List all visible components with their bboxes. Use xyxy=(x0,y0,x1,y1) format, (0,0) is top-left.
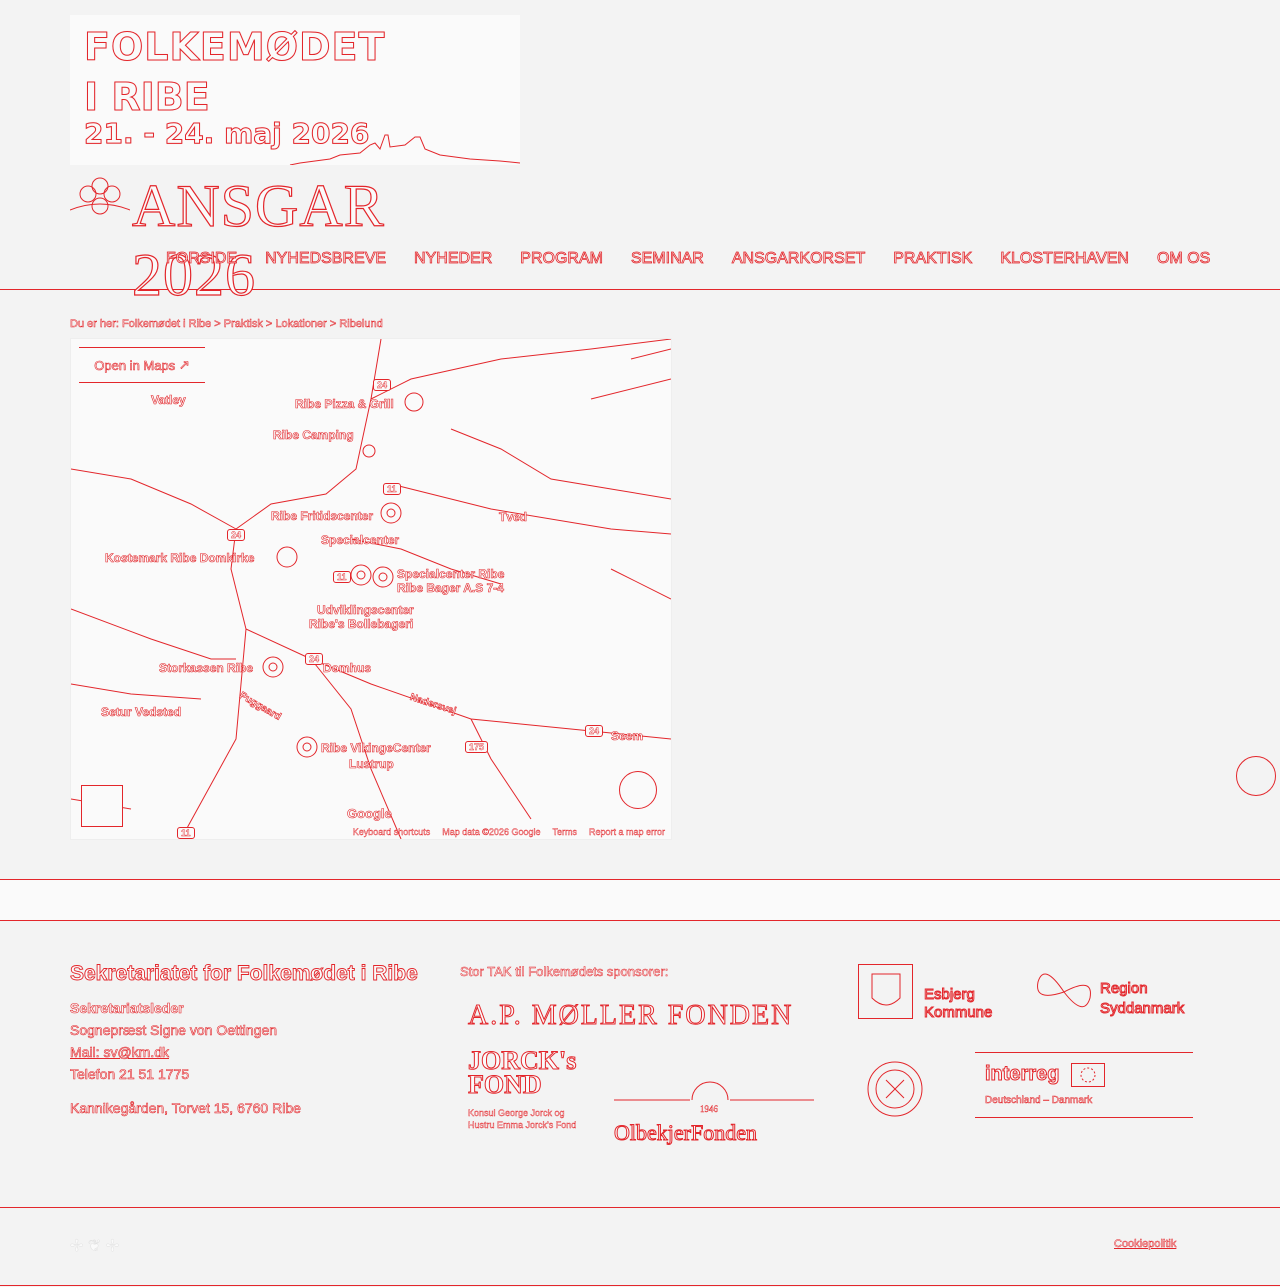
map-label[interactable]: Ribe Pizza & Grill xyxy=(295,397,394,412)
nav-ansgarkorset[interactable]: ANSGARKORSET xyxy=(731,250,866,268)
region-butterfly-icon xyxy=(1037,973,1091,1008)
region-line2: Syddanmark xyxy=(1099,1000,1185,1018)
nav-praktisk[interactable]: PRAKTISK xyxy=(893,250,973,268)
terms-link[interactable]: Terms xyxy=(552,827,577,837)
jorcks-fond-logo-line2[interactable]: FOND xyxy=(468,1070,543,1100)
map-camera-control-button[interactable] xyxy=(619,771,657,809)
map-label[interactable]: Specialcenter Ribe xyxy=(397,567,505,582)
map-pin-icon[interactable] xyxy=(379,501,403,529)
map-label[interactable]: Specialcenter xyxy=(321,533,400,548)
floating-action-button[interactable] xyxy=(1236,756,1276,796)
map-label[interactable]: Domhus xyxy=(323,661,372,676)
map-pin-icon[interactable] xyxy=(349,563,373,591)
route-badge: 11 xyxy=(383,483,401,495)
logo-line-3: 21. - 24. maj 2026 xyxy=(83,117,370,151)
map-pin-icon[interactable] xyxy=(261,655,285,683)
ansgar-cross-icon xyxy=(70,177,130,215)
map-label[interactable]: Storkassen Ribe xyxy=(159,661,254,676)
map-pin-icon[interactable] xyxy=(361,443,377,461)
eu-flag-icon xyxy=(1071,1063,1105,1087)
route-badge: 24 xyxy=(585,725,604,737)
google-logo: Google xyxy=(347,806,392,822)
jorcks-fond-sub2: Hustru Emma Jorck's Fond xyxy=(468,1120,577,1130)
site-footer: Sekretariatet for Folkemødet i Ribe Sekr… xyxy=(0,920,1280,1208)
map-label[interactable]: Seem xyxy=(611,729,644,744)
keyboard-shortcuts-link[interactable]: Keyboard shortcuts xyxy=(352,827,431,837)
interreg-subtitle: Deutschland – Danmark xyxy=(985,1095,1093,1107)
map-data-text: Map data ©2026 Google xyxy=(442,827,541,837)
site-header: FOLKEMØDET I RIBE 21. - 24. maj 2026 ANS… xyxy=(0,0,1280,309)
footer-name: Sognepræst Signe von Oettingen xyxy=(70,1022,278,1039)
map-layer-button[interactable] xyxy=(81,785,123,827)
footer-address: Kannikegården, Torvet 15, 6760 Ribe xyxy=(70,1100,302,1117)
ansgar-title: ANSGAR 2026 xyxy=(131,172,385,308)
logo-line-2: I RIBE xyxy=(84,75,211,120)
map-label[interactable]: Kostemark Ribe Domkirke xyxy=(105,551,255,566)
region-line1: Region xyxy=(1100,980,1149,998)
logo-line-1: FOLKEMØDET xyxy=(83,25,386,70)
section-divider xyxy=(0,879,1280,921)
map-roads xyxy=(71,339,671,839)
interreg-logo[interactable]: interreg Deutschland – Danmark xyxy=(975,1052,1193,1118)
esbjerg-shield-icon xyxy=(858,964,913,1019)
nav-seminar[interactable]: SEMINAR xyxy=(630,250,705,268)
footer-phone: Telefon 21 51 1775 xyxy=(70,1066,190,1083)
route-badge: 24 xyxy=(227,529,246,541)
open-in-maps-button[interactable]: Open in Maps ↗ xyxy=(79,347,205,383)
nav-program[interactable]: PROGRAM xyxy=(520,250,603,268)
footer-title: Sekretariatet for Folkemødet i Ribe xyxy=(70,962,419,986)
route-badge: 11 xyxy=(177,827,195,839)
nav-klosterhaven[interactable]: KLOSTERHAVEN xyxy=(1000,250,1129,268)
jorcks-fond-logo-line1[interactable]: JORCK's xyxy=(467,1046,577,1076)
olbekjer-fonden-logo[interactable]: OlbekjerFonden xyxy=(614,1120,758,1146)
map-pin-icon[interactable] xyxy=(275,545,299,573)
map-label[interactable]: Vatley xyxy=(151,393,186,408)
footer-role: Sekretariatsleder xyxy=(70,1000,184,1017)
map-label[interactable]: Ribe VikingeCenter xyxy=(321,741,431,756)
map-label[interactable]: Ribe Bager A.S 7-4 xyxy=(397,581,505,596)
main-nav: FORSIDE NYHEDSBREVE NYHEDER PROGRAM SEMI… xyxy=(166,250,1211,268)
interreg-wordmark: interreg xyxy=(984,1063,1060,1086)
sponsor-thanks: Stor TAK til Folkemødets sponsorer: xyxy=(460,964,669,980)
route-badge: 11 xyxy=(333,571,351,583)
bottom-bar: ✢ ❦ ✢ Cookiepolitik xyxy=(0,1208,1280,1286)
nav-nyhedsbreve[interactable]: NYHEDSBREVE xyxy=(265,250,387,268)
esbjerg-line1: Esbjerg xyxy=(924,986,976,1004)
route-badge: 24 xyxy=(305,653,324,665)
olbekjer-year: 1946 xyxy=(700,1104,718,1114)
skyline-icon xyxy=(289,134,520,165)
map-label[interactable]: Ribe's Bollebageri xyxy=(309,617,414,632)
esbjerg-line2: Kommune xyxy=(923,1004,993,1022)
map-pin-icon[interactable] xyxy=(403,391,425,417)
ansgar-logo[interactable]: ANSGAR 2026 xyxy=(70,172,520,309)
footer-mail-link[interactable]: Mail: sv@km.dk xyxy=(70,1044,170,1061)
map-label[interactable]: Setur Vedsted xyxy=(101,705,182,720)
nav-om-os[interactable]: OM OS xyxy=(1156,250,1211,268)
olbekjer-sun-icon xyxy=(614,1081,814,1101)
jorcks-fond-sub1: Konsul George Jorck og xyxy=(468,1108,565,1118)
breadcrumb[interactable]: Du er her: Folkemødet i Ribe > Praktisk … xyxy=(70,318,383,331)
report-map-error-link[interactable]: Report a map error xyxy=(588,827,665,837)
cookie-policy-link[interactable]: Cookiepolitik xyxy=(1114,1238,1177,1251)
map-label[interactable]: Ribe Camping xyxy=(273,428,354,443)
map-footer: Keyboard shortcuts Map data ©2026 Google… xyxy=(352,827,666,837)
map-label[interactable]: Tved xyxy=(499,510,528,525)
google-map[interactable]: Open in Maps ↗ Vatley Ribe Pizza & Grill… xyxy=(70,338,672,840)
bottom-logo-icon: ✢ ❦ ✢ xyxy=(70,1238,120,1255)
seal-logo-icon[interactable] xyxy=(866,1060,924,1118)
region-syddanmark-logo[interactable]: Region Syddanmark xyxy=(1034,962,1194,1022)
map-label[interactable]: Udviklingscenter xyxy=(317,603,414,618)
nav-forside[interactable]: FORSIDE xyxy=(166,250,238,268)
esbjerg-kommune-logo[interactable]: Esbjerg Kommune xyxy=(858,964,1018,1022)
nav-nyheder[interactable]: NYHEDER xyxy=(414,250,493,268)
map-label[interactable]: Ribe Fritidscenter xyxy=(271,509,374,524)
map-pin-icon[interactable] xyxy=(371,565,395,593)
folkemodet-logo[interactable]: FOLKEMØDET I RIBE 21. - 24. maj 2026 xyxy=(70,15,520,165)
route-badge: 24 xyxy=(373,379,392,391)
route-badge: 175 xyxy=(465,741,489,753)
map-pin-icon[interactable] xyxy=(295,735,319,763)
map-label[interactable]: Lustrup xyxy=(349,757,394,772)
apm-fonden-logo[interactable]: A.P. MØLLER FONDEN xyxy=(467,1000,794,1032)
